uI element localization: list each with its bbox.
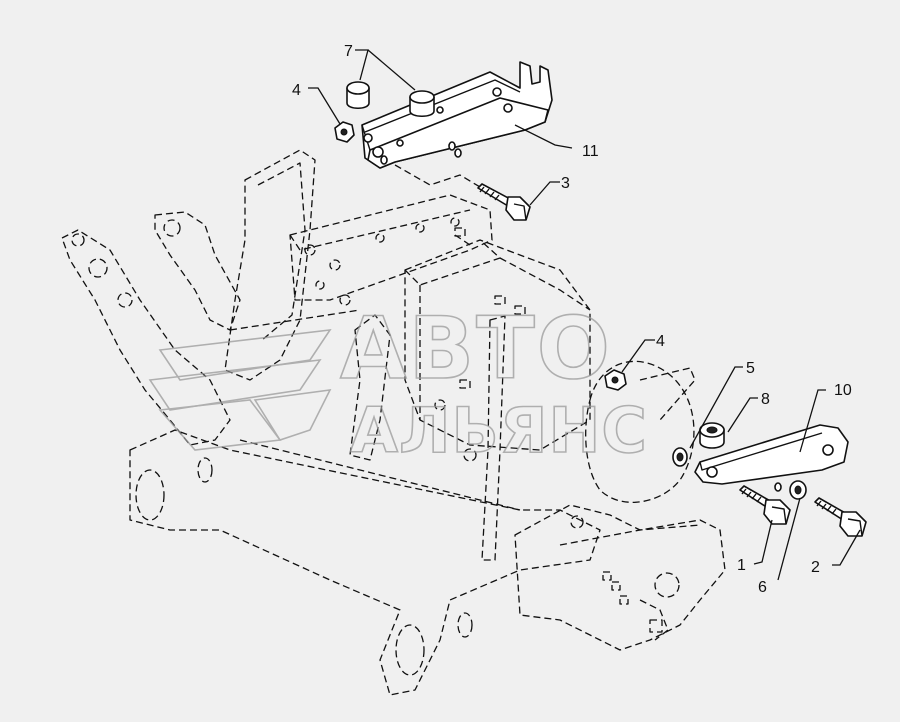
part-2-bolt [814,497,867,537]
chassis-frame-dashed [61,149,726,696]
callout-11: 11 [582,143,599,160]
part-7-spacer-right [409,90,435,118]
part-11-bracket [361,61,553,169]
part-6-washer-right [789,480,807,500]
callout-4-top: 4 [292,82,301,99]
part-7-spacer-left [346,81,370,110]
callouts: 7 4 11 3 4 5 8 10 1 6 2 [292,43,852,596]
watermark-line-2: АЛЬЯНС [350,394,648,467]
callout-7: 7 [344,43,353,60]
part-4-nut-middle [604,369,627,391]
callout-4-middle: 4 [656,333,665,350]
watermark: АВТО АЛЬЯНС [148,298,648,468]
callout-3: 3 [561,175,570,192]
watermark-line-1: АВТО [340,299,612,399]
part-4-nut-top [334,121,355,143]
part-10-link-plate [694,424,849,492]
part-1-bolt [739,485,791,525]
part-6-washer-left [672,447,688,467]
watermark-emblem-icon [148,329,332,451]
callout-2: 2 [811,559,820,576]
callout-10: 10 [834,382,852,399]
callout-8: 8 [761,391,770,408]
leader-lines [308,49,861,581]
callout-1: 1 [737,557,746,574]
part-5-bushing [699,422,725,449]
callout-6: 6 [758,579,767,596]
part-3-bolt [477,183,531,221]
callout-5: 5 [746,360,755,377]
